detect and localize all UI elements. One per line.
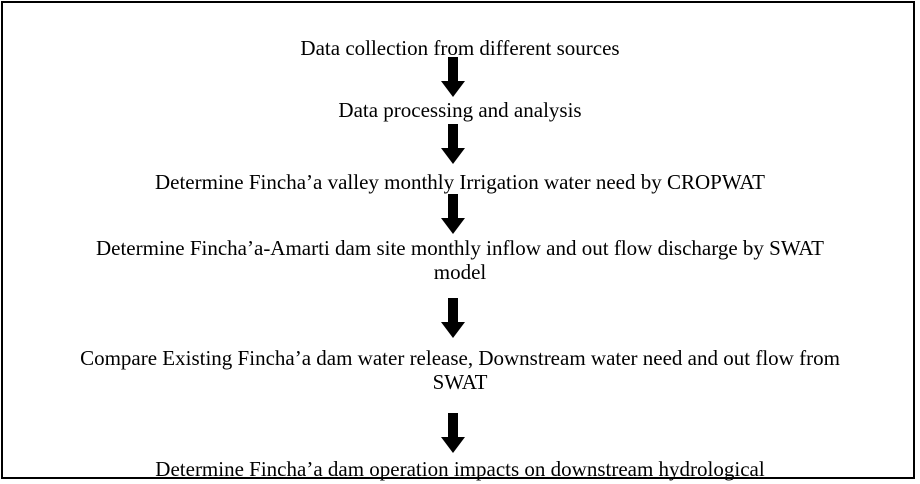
- down-arrow-icon: [441, 413, 465, 453]
- down-arrow-icon: [441, 57, 465, 97]
- step-text: Determine Fincha’a dam operation impacts…: [155, 457, 765, 481]
- down-arrow-icon: [441, 194, 465, 234]
- down-arrow-icon: [441, 298, 465, 338]
- step-data-collection: Data collection from different sources: [6, 36, 914, 60]
- step-text: Data processing and analysis: [338, 98, 582, 122]
- step-operation-impacts: Determine Fincha’a dam operation impacts…: [6, 457, 914, 481]
- step-swat-discharge: Determine Fincha’a-Amarti dam site month…: [6, 236, 914, 284]
- step-compare-release: Compare Existing Fincha’a dam water rele…: [6, 346, 914, 394]
- step-text-line-2: model: [433, 260, 487, 284]
- step-text: Determine Fincha’a valley monthly Irriga…: [154, 170, 765, 194]
- step-data-processing: Data processing and analysis: [6, 98, 914, 122]
- step-text: Data collection from different sources: [300, 36, 620, 60]
- step-irrigation-need: Determine Fincha’a valley monthly Irriga…: [6, 170, 914, 194]
- step-text-line-1: Determine Fincha’a-Amarti dam site month…: [95, 236, 825, 260]
- step-text-line-1: Compare Existing Fincha’a dam water rele…: [80, 346, 840, 370]
- step-text-line-2: SWAT: [432, 370, 488, 394]
- down-arrow-icon: [441, 124, 465, 164]
